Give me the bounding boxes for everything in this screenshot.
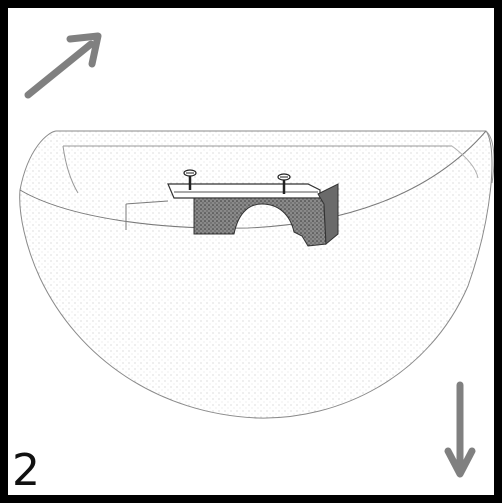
screw-left [183, 169, 197, 190]
step-number: 2 [12, 445, 40, 495]
screw-right [277, 173, 291, 194]
wall-lamp-illustration [19, 32, 494, 478]
step-panel: 2 [8, 8, 494, 495]
arrow-down-icon [444, 381, 476, 478]
arrow-up-right-icon [24, 32, 102, 99]
lamp-shade [19, 130, 494, 419]
mounting-bracket [167, 169, 339, 247]
